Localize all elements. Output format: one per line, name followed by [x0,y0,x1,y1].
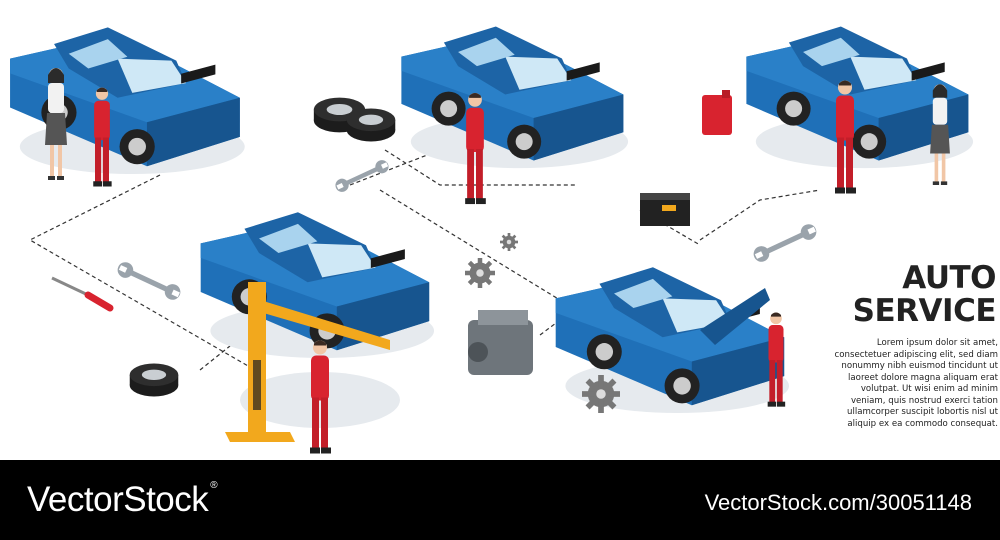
image-url: VectorStock.com/30051148 [704,490,972,515]
car-inspection [10,27,245,175]
description-text: Lorem ipsum dolor sit amet, consectetuer… [828,338,998,430]
title-line-1: AUTO [902,260,996,296]
battery-icon [640,193,690,226]
watermark-footer: VectorStock® VectorStock.com/30051148 [0,460,1000,540]
description-line: laoreet dolore magna aliquam erat [848,372,998,383]
registered-mark: ® [210,480,218,491]
title-line-2: SERVICE [852,293,997,329]
mechanic-2 [465,92,486,205]
description-line: Lorem ipsum dolor sit amet, [876,338,998,348]
engine-icon [468,310,533,375]
tire-stack-icon [346,108,396,142]
screwdriver-icon [51,276,114,312]
car-lift-icon [225,282,390,442]
brand-name: VectorStock [27,480,209,519]
brand-logo: VectorStock® [27,480,218,520]
mechanic-3 [835,80,856,194]
description-line: nonummy nibh euismod tincidunt ut [841,361,998,371]
tire-icon [129,363,179,397]
wrench-icon [115,259,183,303]
wrench-icon [333,157,391,195]
fuel-canister-icon [702,90,732,135]
gear-icon [582,375,620,413]
description-line: ullamcorper suscipit lobortis nisl ut [847,407,998,417]
description-line: consectetuer adipiscing elit, sed diam [834,349,998,360]
car-on-lift [200,212,435,359]
connector-lines [28,149,821,386]
car-door-repair [401,26,629,169]
mechanic-4 [310,340,331,454]
description-line: veniam, quis nostrud exerci tation [850,395,998,406]
gear-icon [500,233,518,251]
page-title: AUTO SERVICE [852,260,997,329]
description-line: volutpat. Ut wisi enim ad minim [860,384,998,394]
description-line: aliquip ex ea commodo consequat. [847,418,998,429]
gear-icon [465,258,495,288]
auto-service-illustration [10,26,974,454]
wrench-icon [751,221,819,265]
